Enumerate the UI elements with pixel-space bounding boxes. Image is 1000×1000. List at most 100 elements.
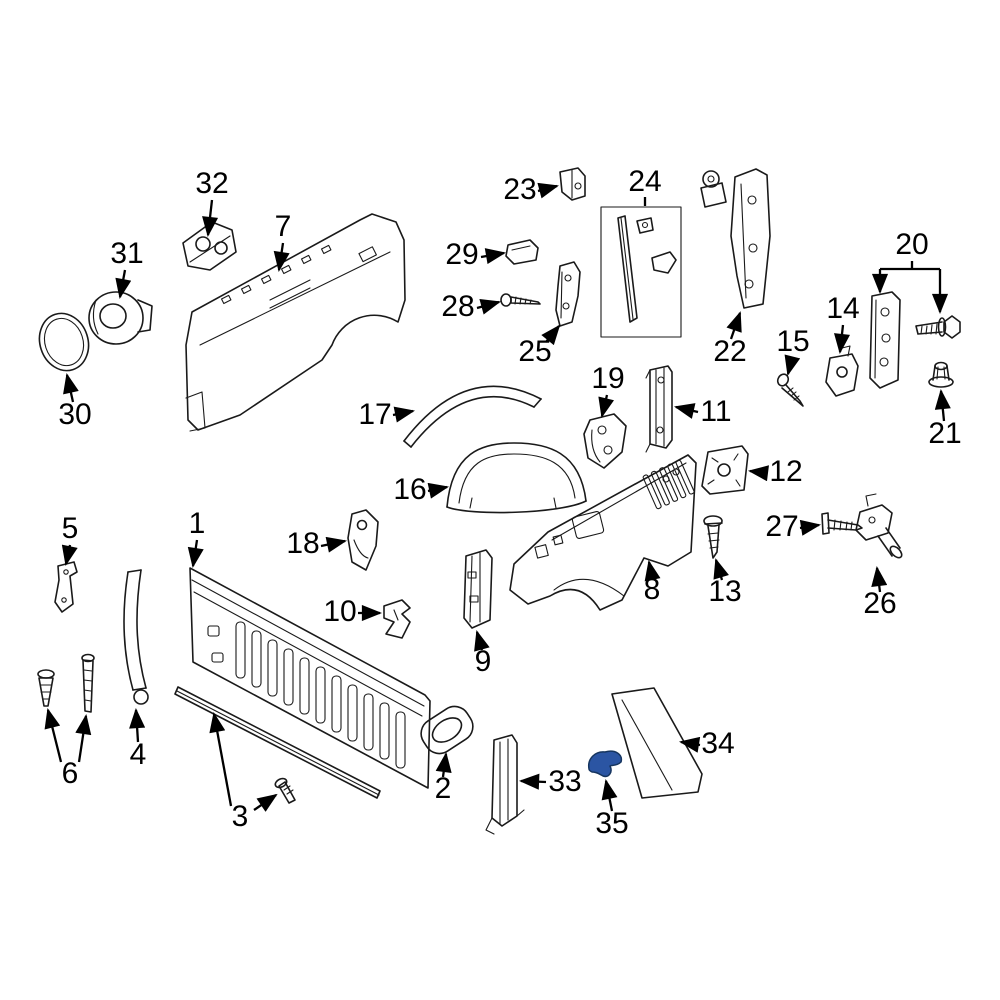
part-4 [123, 569, 149, 705]
part-15 [776, 373, 804, 407]
part-8 [509, 454, 697, 611]
callout-22-arrow [726, 311, 742, 340]
callout-27-arrow [799, 519, 821, 536]
callout-31-arrow [115, 269, 132, 299]
callout-18-label: 18 [286, 527, 319, 560]
callout-26-arrow [871, 566, 888, 593]
part-1 [189, 567, 431, 789]
callout-26-label: 26 [863, 587, 896, 620]
callout-3-label: 3 [232, 800, 249, 833]
part-5 [54, 561, 78, 613]
part-17 [403, 385, 542, 448]
part-29 [505, 239, 539, 265]
part-13 [703, 515, 723, 559]
callout-3-arrow-a [209, 712, 233, 807]
callout-5-label: 5 [62, 512, 79, 545]
callout-22-label: 22 [713, 335, 746, 368]
callout-27-label: 27 [765, 510, 798, 543]
callout-8-label: 8 [644, 573, 661, 606]
callout-labels: 1 2 3 4 5 6 7 8 9 10 11 12 13 14 15 16 1… [58, 165, 961, 840]
callout-29-arrow [480, 248, 506, 265]
callout-6-label: 6 [62, 757, 79, 790]
callout-17-label: 17 [358, 398, 391, 431]
callout-7-arrow [273, 242, 290, 272]
part-2 [420, 705, 474, 755]
part-22 [700, 168, 771, 309]
callout-6-arrow-a [44, 708, 63, 763]
callout-4-label: 4 [130, 738, 147, 771]
callout-8-arrow [644, 560, 661, 582]
part-11 [645, 365, 673, 453]
part-30 [38, 312, 90, 372]
callout-25-label: 25 [518, 335, 551, 368]
callout-16-arrow [427, 482, 449, 499]
callout-30-arrow [63, 373, 79, 403]
callout-15-label: 15 [776, 325, 809, 358]
callout-21-label: 21 [928, 417, 961, 450]
callout-14-arrow [833, 324, 851, 355]
callout-19-arrow [598, 394, 615, 418]
part-14 [825, 345, 859, 397]
callout-32-arrow [202, 199, 219, 237]
callout-35-arrow [601, 779, 618, 812]
callout-33-arrow [518, 773, 547, 790]
part-27 [821, 512, 863, 535]
callout-18-arrow [320, 536, 347, 553]
callout-33-label: 33 [548, 765, 581, 798]
callout-9-label: 9 [475, 645, 492, 678]
callout-4-arrow [129, 707, 146, 743]
callout-15-arrow [784, 354, 801, 376]
part-28 [500, 293, 541, 307]
callout-9-arrow [474, 630, 490, 652]
part-16 [446, 442, 587, 514]
part-35-highlighted [587, 750, 623, 778]
part-26 [855, 493, 903, 559]
callout-14-label: 14 [826, 292, 859, 325]
callout-23-arrow [537, 182, 559, 199]
part-19 [583, 413, 627, 469]
part-23 [559, 167, 586, 201]
callout-19-label: 19 [591, 362, 624, 395]
callout-11-label: 11 [700, 395, 731, 428]
callout-17-arrow [392, 406, 415, 423]
callout-11-arrow [674, 403, 699, 419]
part-21 [928, 361, 954, 388]
callout-7-label: 7 [275, 210, 292, 243]
part-6 [37, 653, 95, 713]
part-12 [701, 445, 749, 495]
callout-16-label: 16 [393, 473, 426, 506]
callout-arrows [44, 182, 951, 812]
callout-35-label: 35 [595, 807, 628, 840]
callout-28-arrow [476, 298, 501, 315]
callout-13-label: 13 [708, 575, 741, 608]
callout-10-label: 10 [323, 595, 356, 628]
callout-12-label: 12 [769, 455, 802, 488]
part-31 [88, 291, 153, 345]
callout-23-label: 23 [503, 173, 536, 206]
part-24 [600, 206, 682, 338]
callout-21-arrow [934, 388, 951, 422]
part-34 [611, 687, 703, 799]
callout-30-label: 30 [58, 398, 91, 431]
part-9 [463, 549, 493, 629]
callout-2-label: 2 [435, 772, 452, 805]
callout-29-label: 29 [445, 238, 478, 271]
callout-5-arrow [61, 544, 78, 566]
callout-12-arrow [748, 465, 769, 482]
callout-1-label: 1 [189, 507, 206, 540]
part-25 [555, 261, 581, 327]
callout-13-arrow [713, 558, 729, 581]
callout-1-arrow [187, 539, 204, 568]
callout-31-label: 31 [110, 237, 143, 270]
callout-24-label: 24 [628, 165, 661, 198]
callout-20-label: 20 [895, 228, 928, 261]
part-20 [869, 291, 961, 389]
callout-25-arrow [541, 324, 561, 346]
part-10 [383, 599, 411, 639]
part-18 [347, 509, 379, 571]
part-3 [174, 686, 381, 804]
callout-3-arrow-b [253, 793, 278, 812]
callout-6-arrow-b [75, 714, 92, 763]
